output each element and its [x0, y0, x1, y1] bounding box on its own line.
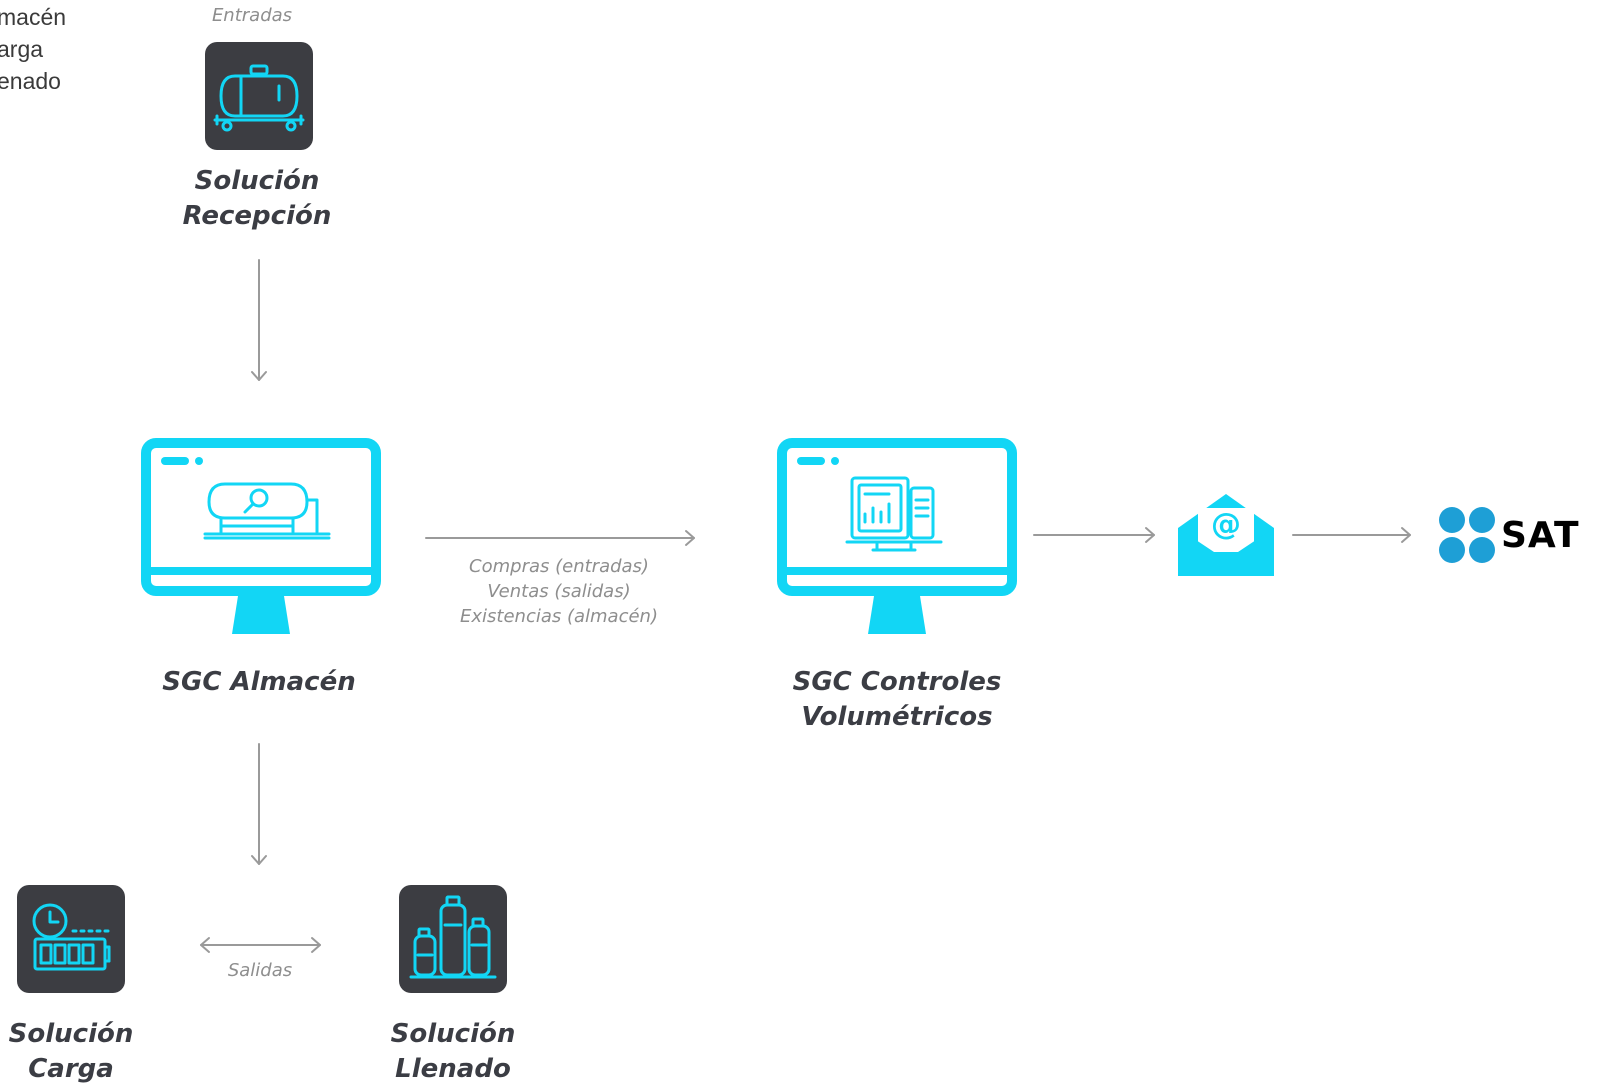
arrow-reception-to-almacen: [251, 259, 267, 381]
email-envelope-icon: @: [1178, 494, 1274, 576]
clock-battery-icon: [32, 903, 111, 971]
llenado-name-line2: Llenado: [395, 1054, 511, 1084]
inputs-label: Entradas: [211, 5, 293, 26]
carga-name-line2: Carga: [28, 1054, 114, 1084]
flow-note: Compras (entradas) Ventas (salidas) Exis…: [434, 554, 684, 629]
sat-label: SAT: [1501, 515, 1580, 556]
arrow-almacen-to-controles: [425, 530, 695, 546]
reception-name-line1: Solución: [194, 166, 320, 196]
legend-item-llenado: enado: [0, 68, 61, 94]
reception-name: Solución Recepción: [157, 164, 357, 234]
controles-name-line2: Volumétricos: [801, 702, 993, 732]
carga-name: Solución Carga: [0, 1017, 171, 1087]
arrow-carga-llenado-bidirectional: [200, 937, 321, 953]
flow-note-sales: Ventas (salidas): [487, 581, 631, 602]
flow-note-purchases: Compras (entradas): [469, 556, 649, 577]
tanker-truck-icon: [213, 64, 305, 132]
arrow-email-to-sat: [1292, 527, 1411, 543]
llenado-name-line1: Solución: [390, 1019, 516, 1049]
almacen-name: SGC Almacén: [162, 667, 356, 697]
carga-tile: [17, 885, 125, 993]
llenado-tile: [399, 885, 507, 993]
flow-note-stock: Existencias (almacén): [460, 606, 658, 627]
outputs-label: Salidas: [227, 960, 293, 981]
legend-item-almacen: macén: [0, 4, 67, 30]
carga-name-line1: Solución: [8, 1019, 134, 1049]
llenado-name: Solución Llenado: [353, 1017, 553, 1087]
almacen-monitor-icon: [141, 438, 381, 634]
arrow-controles-to-email: [1033, 527, 1155, 543]
legend-item-carga: arga: [0, 36, 44, 62]
reception-name-line2: Recepción: [182, 201, 332, 231]
sat-logo-dots-icon: [1439, 507, 1495, 563]
email-at-symbol: @: [1211, 507, 1241, 542]
arrow-almacen-to-outputs: [251, 743, 267, 865]
reception-tile: [205, 42, 313, 150]
controles-name: SGC Controles Volumétricos: [757, 665, 1037, 735]
controles-name-line1: SGC Controles: [792, 667, 1002, 697]
gas-cylinders-icon: [409, 895, 497, 979]
controles-monitor-icon: [777, 438, 1017, 634]
email-envelope-graphic: [1178, 494, 1274, 576]
